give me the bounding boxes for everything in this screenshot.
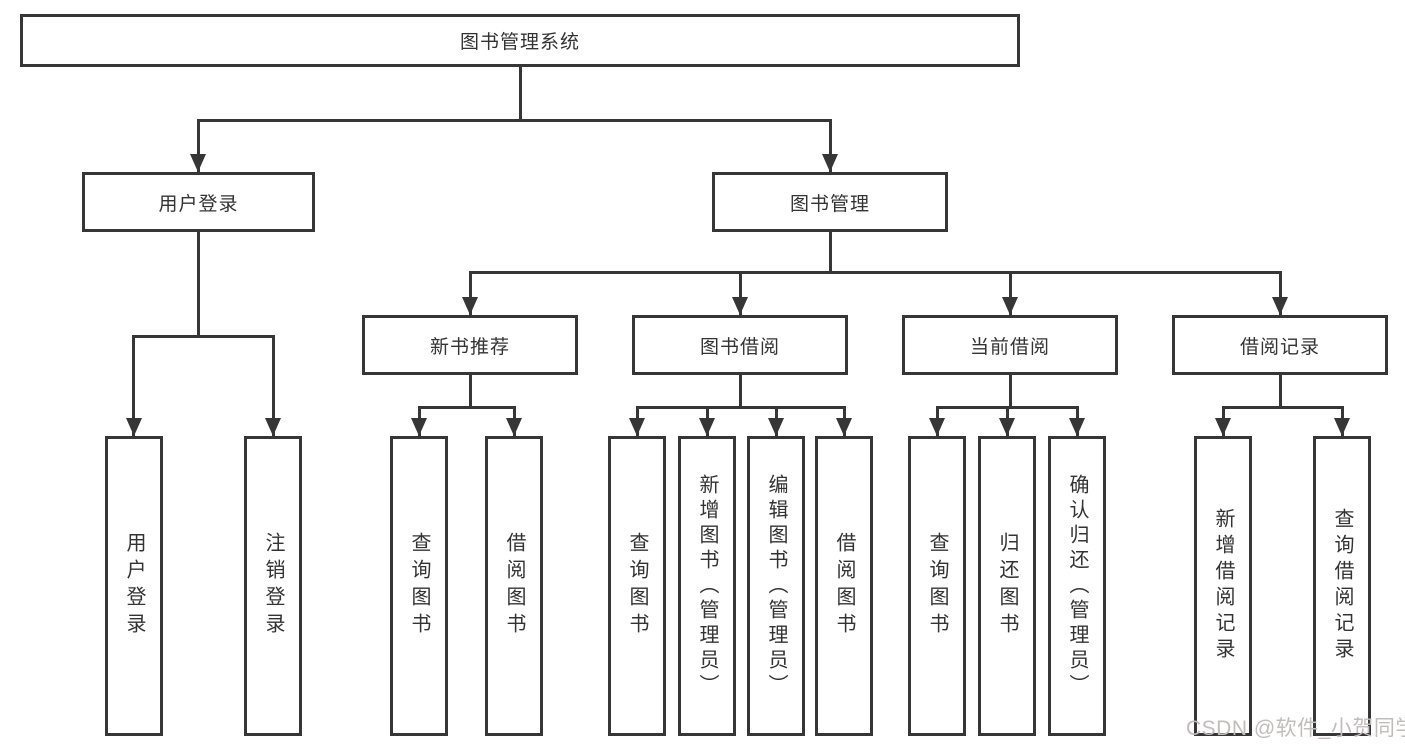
- connector-line: [197, 119, 200, 172]
- node-current-borrow: 当前借阅: [902, 315, 1118, 375]
- connector-line: [1279, 375, 1282, 407]
- arrow-down-icon: [190, 154, 206, 172]
- arrow-down-icon: [629, 418, 645, 436]
- node-user-login-label: 用户登录: [158, 193, 239, 215]
- node-new-book-recommend-label: 新书推荐: [429, 336, 510, 358]
- csdn-watermark: CSDN @软件_小贺同学: [1186, 717, 1405, 740]
- connector-line: [132, 335, 275, 338]
- leaf-edit-book-admin: 编辑图书（管理员）: [747, 436, 805, 736]
- connector-line: [829, 119, 832, 172]
- node-book-borrow: 图书借阅: [632, 315, 848, 375]
- arrow-down-icon: [1334, 418, 1350, 436]
- leaf-return-book: 归还图书: [978, 436, 1036, 736]
- leaf-edit-book-admin-label: 编辑图书（管理员）: [765, 473, 787, 699]
- leaf-confirm-return-admin-label: 确认归还（管理员）: [1066, 473, 1088, 699]
- arrow-down-icon: [1002, 297, 1018, 315]
- connector-line: [197, 119, 832, 122]
- leaf-return-book-label: 归还图书: [996, 532, 1018, 640]
- node-new-book-recommend: 新书推荐: [362, 315, 578, 375]
- arrow-down-icon: [768, 418, 784, 436]
- leaf-query-book-recommend: 查询图书: [390, 436, 448, 736]
- leaf-add-borrow-record-label: 新增借阅记录: [1212, 508, 1234, 664]
- node-current-borrow-label: 当前借阅: [969, 336, 1050, 358]
- arrow-down-icon: [929, 418, 945, 436]
- node-book-borrow-label: 图书借阅: [699, 336, 780, 358]
- connector-line: [197, 232, 200, 336]
- leaf-borrow-book-label: 借阅图书: [833, 532, 855, 640]
- connector-line: [132, 335, 135, 436]
- node-book-management: 图书管理: [712, 172, 948, 232]
- leaf-borrow-book-recommend-label: 借阅图书: [503, 532, 525, 640]
- node-root-label: 图书管理系统: [459, 32, 580, 53]
- arrow-down-icon: [836, 418, 852, 436]
- node-root: 图书管理系统: [20, 14, 1020, 67]
- connector-line: [272, 335, 275, 436]
- connector-line: [739, 271, 742, 315]
- node-book-management-label: 图书管理: [789, 193, 870, 215]
- arrow-down-icon: [1069, 418, 1085, 436]
- node-borrow-record-label: 借阅记录: [1239, 336, 1320, 358]
- arrow-down-icon: [1215, 418, 1231, 436]
- leaf-logout-label: 注销登录: [262, 532, 284, 640]
- arrow-down-icon: [699, 418, 715, 436]
- connector-line: [739, 375, 742, 407]
- connector-line: [1222, 406, 1344, 409]
- connector-line: [469, 271, 1282, 274]
- arrow-down-icon: [822, 154, 838, 172]
- arrow-down-icon: [506, 418, 522, 436]
- arrow-down-icon: [462, 297, 478, 315]
- leaf-add-book-admin-label: 新增图书（管理员）: [696, 473, 718, 699]
- leaf-user-login: 用户登录: [105, 436, 163, 736]
- arrow-down-icon: [1272, 297, 1288, 315]
- leaf-confirm-return-admin: 确认归还（管理员）: [1048, 436, 1106, 736]
- leaf-query-borrow-record-label: 查询借阅记录: [1331, 508, 1353, 664]
- connector-line: [469, 375, 472, 407]
- leaf-logout: 注销登录: [244, 436, 302, 736]
- arrow-down-icon: [411, 418, 427, 436]
- leaf-query-book-recommend-label: 查询图书: [408, 532, 430, 640]
- leaf-query-borrow-record: 查询借阅记录: [1313, 436, 1371, 736]
- leaf-query-book-borrow: 查询图书: [608, 436, 666, 736]
- leaf-query-book-current-label: 查询图书: [926, 532, 948, 640]
- connector-line: [469, 271, 472, 315]
- arrow-down-icon: [265, 418, 281, 436]
- leaf-query-book-current: 查询图书: [908, 436, 966, 736]
- connector-line: [636, 406, 846, 409]
- leaf-user-login-label: 用户登录: [123, 532, 145, 640]
- arrow-down-icon: [732, 297, 748, 315]
- arrow-down-icon: [126, 418, 142, 436]
- connector-line: [418, 406, 516, 409]
- leaf-add-book-admin: 新增图书（管理员）: [678, 436, 736, 736]
- arrow-down-icon: [999, 418, 1015, 436]
- connector-line: [829, 232, 832, 272]
- node-borrow-record: 借阅记录: [1172, 315, 1388, 375]
- node-user-login: 用户登录: [82, 172, 315, 232]
- connector-line: [519, 67, 522, 120]
- leaf-borrow-book: 借阅图书: [815, 436, 873, 736]
- connector-line: [1009, 375, 1012, 407]
- leaf-query-book-borrow-label: 查询图书: [626, 532, 648, 640]
- connector-line: [1009, 271, 1012, 315]
- connector-line: [1279, 271, 1282, 315]
- leaf-borrow-book-recommend: 借阅图书: [485, 436, 543, 736]
- leaf-add-borrow-record: 新增借阅记录: [1194, 436, 1252, 736]
